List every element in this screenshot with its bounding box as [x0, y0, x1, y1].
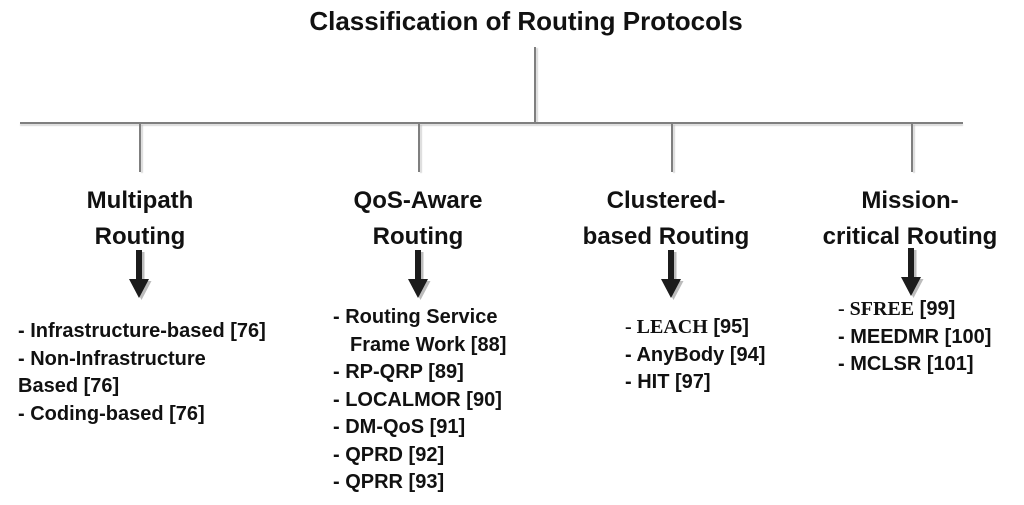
heading-clustered-line2: based Routing — [582, 223, 750, 250]
list-clustered-protocols: - LEACH [95] - AnyBody [94] - HIT [97] — [625, 314, 765, 397]
heading-qos-line1: QoS-Aware — [353, 187, 483, 214]
protocol-name: - LEACH — [625, 316, 708, 338]
connector-horizontal-bar — [20, 122, 963, 124]
list-item: - LEACH [95] — [625, 314, 765, 342]
heading-clustered-line1: Clustered- — [606, 187, 726, 214]
heading-mission-line1: Mission- — [861, 187, 959, 214]
diagram-title: Classification of Routing Protocols — [309, 6, 743, 36]
connector-drop-clustered — [671, 124, 673, 172]
list-item: - Routing Service — [333, 306, 498, 328]
connector-drop-mission — [911, 124, 913, 172]
list-mission-protocols: - SFREE [99] - MEEDMR [100] - MCLSR [101… — [838, 296, 991, 379]
list-item: - QPRD [92] — [333, 443, 445, 466]
list-item: Frame Work [88] — [350, 333, 507, 356]
list-item: - HIT [97] — [625, 371, 711, 393]
heading-multipath-line1: Multipath — [86, 187, 194, 214]
list-item: - LOCALMOR [90] — [333, 388, 502, 411]
list-item: - Infrastructure-based [76] — [18, 320, 266, 342]
protocol-name: - SFREE — [838, 298, 915, 320]
list-item: - SFREE [99] — [838, 296, 991, 324]
list-multipath-protocols: - Infrastructure-based [76] - Non-Infras… — [18, 318, 266, 428]
list-item: Based [76] — [18, 375, 120, 397]
protocol-ref: [99] — [914, 298, 956, 320]
list-item: - QPRR [93] — [333, 471, 445, 493]
heading-qos-aware-routing: QoS-Aware Routing — [288, 183, 548, 255]
connector-drop-multipath — [139, 124, 141, 172]
protocol-ref: [95] — [707, 316, 749, 338]
down-arrow-icon — [661, 250, 684, 300]
heading-clustered-based-routing: Clustered- based Routing — [536, 183, 796, 255]
connector-title-drop — [534, 47, 536, 123]
list-item: - DM-QoS [91] — [333, 416, 466, 438]
list-qos-protocols: - Routing Service Frame Work [88] - RP-Q… — [333, 304, 506, 497]
list-item: - RP-QRP [89] — [333, 361, 464, 383]
list-item: - Coding-based [76] — [18, 402, 205, 425]
down-arrow-icon — [901, 248, 924, 298]
heading-mission-critical-routing: Mission- critical Routing — [780, 183, 1024, 255]
down-arrow-icon — [408, 250, 431, 300]
connector-drop-qos — [418, 124, 420, 172]
down-arrow-icon — [129, 250, 152, 300]
list-item: - Non-Infrastructure — [18, 347, 206, 370]
list-item: - AnyBody [94] — [625, 343, 766, 366]
heading-qos-line2: Routing — [372, 223, 464, 250]
heading-mission-line2: critical Routing — [822, 223, 998, 250]
list-item: - MEEDMR [100] — [838, 325, 992, 348]
heading-multipath-line2: Routing — [94, 223, 186, 250]
list-item: - MCLSR [101] — [838, 353, 974, 375]
heading-multipath-routing: Multipath Routing — [10, 183, 270, 255]
